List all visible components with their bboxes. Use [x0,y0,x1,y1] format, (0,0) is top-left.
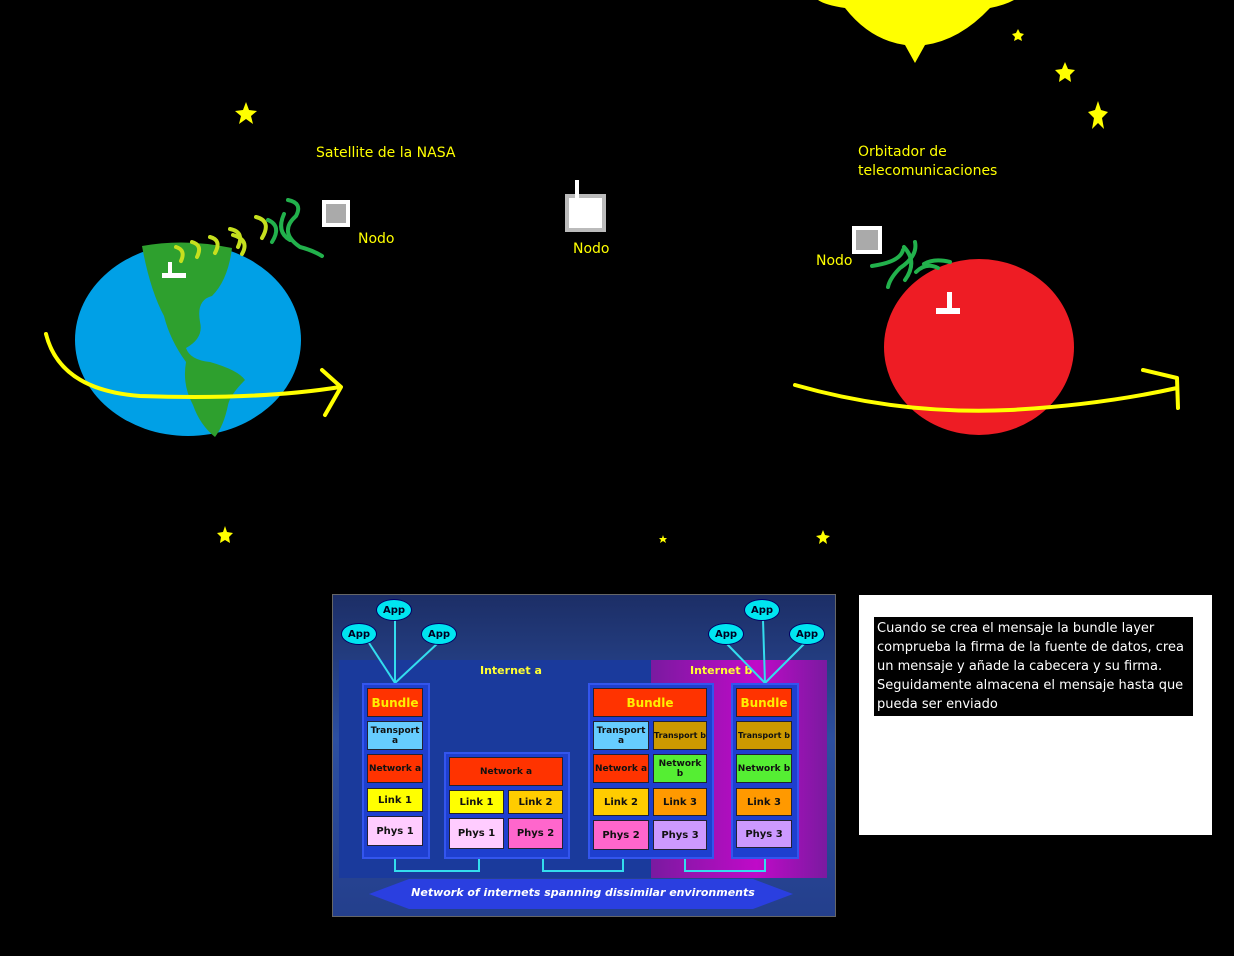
network-layer: Network b [736,754,792,783]
stack-gateway: Bundle Transport a Transport b Network a… [588,683,714,859]
app-node: App [789,623,825,645]
link-layer: Link 2 [508,790,563,814]
nasa-satellite-label: Satellite de la NASA [316,145,456,161]
note-card: Cuando se crea el mensaje la bundle laye… [859,595,1212,835]
phys-layer: Phys 1 [449,818,504,849]
star-icon [1088,101,1108,129]
network-layer: Network b [653,754,707,783]
data-path-lines [368,619,806,872]
star-icon [217,526,233,543]
app-node: App [708,623,744,645]
internet-a-title: Internet a [480,664,542,677]
earth-orbit-arrow [44,332,343,417]
bundle-layer: Bundle [736,688,792,717]
stack-source: Bundle Transport a Network a Link 1 Phys… [362,683,430,859]
dtn-architecture-figure: Internet a Internet b App App App App Ap… [332,594,836,917]
note-text: Cuando se crea el mensaje la bundle laye… [874,617,1193,716]
star-icon [235,102,257,124]
node-orbiter-icon [852,226,882,254]
network-layer: Network a [449,757,563,786]
link-layer: Link 1 [449,790,504,814]
signal-waves-mars [870,240,952,289]
node-right-label: Nodo [816,253,853,269]
star-icon [1055,62,1075,82]
stack-router-a: Network a Link 1 Link 2 Phys 1 Phys 2 [444,752,570,859]
star-icon [659,535,667,543]
phys-layer: Phys 3 [736,820,792,848]
mars-orbit-arrow [793,368,1180,413]
app-node: App [376,599,412,621]
node-relay-icon [565,180,606,232]
transport-layer: Transport a [367,721,423,750]
app-node: App [744,599,780,621]
link-layer: Link 2 [593,788,649,816]
transport-layer: Transport b [736,721,792,750]
phys-layer: Phys 1 [367,816,423,846]
app-node: App [341,623,377,645]
app-node: App [421,623,457,645]
phys-layer: Phys 2 [593,820,649,850]
phys-layer: Phys 2 [508,818,563,849]
transport-layer: Transport b [653,721,707,750]
double-arrow-banner [369,879,793,909]
transport-layer: Transport a [593,721,649,750]
internet-b-title: Internet b [690,664,753,677]
link-layer: Link 3 [736,788,792,816]
earth-planet [75,242,301,437]
orbiter-label-line2: telecomunicaciones [858,163,998,179]
bundle-layer: Bundle [367,688,423,717]
network-layer: Network a [367,754,423,783]
phys-layer: Phys 3 [653,820,707,850]
node-satellite-icon [322,200,350,227]
star-icon [1012,29,1024,41]
sun-icon [818,0,1014,63]
stack-destination: Bundle Transport b Network b Link 3 Phys… [731,683,799,859]
mars-planet [884,259,1074,435]
orbiter-label-line1: Orbitador de [858,144,947,160]
network-layer: Network a [593,754,649,783]
link-layer: Link 1 [367,788,423,812]
bundle-layer: Bundle [593,688,707,717]
figure-caption: Network of internets spanning dissimilar… [411,886,755,899]
node-middle-label: Nodo [573,241,610,257]
node-left-label: Nodo [358,231,395,247]
star-icon [816,530,830,544]
signal-waves-earth [174,198,324,263]
link-layer: Link 3 [653,788,707,816]
